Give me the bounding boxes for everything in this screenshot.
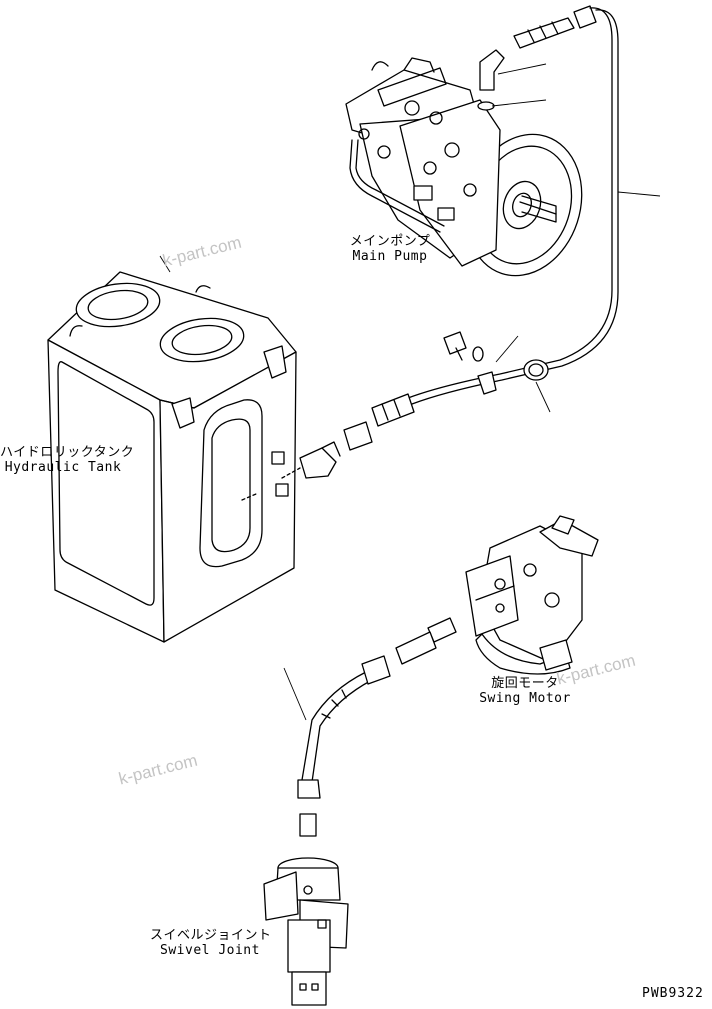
hydraulic-tank-label: ハイドロリックタンク Hydraulic Tank bbox=[0, 445, 135, 475]
swivel-hose bbox=[297, 655, 391, 837]
swing-motor-label-jp: 旋回モータ bbox=[491, 676, 559, 691]
pump-drain-hose bbox=[281, 7, 619, 479]
main-pump-label-jp: メインポンプ bbox=[349, 234, 431, 249]
main-pump-drawing bbox=[345, 5, 597, 277]
main-pump-label-en: Main Pump bbox=[352, 249, 428, 264]
swing-motor-label-en: Swing Motor bbox=[479, 691, 571, 706]
swivel-joint-drawing bbox=[263, 857, 349, 1006]
drawing-code: PWB9322 bbox=[642, 986, 704, 1001]
swivel-joint-label-en: Swivel Joint bbox=[160, 943, 260, 958]
swing-motor-drawing bbox=[395, 515, 599, 675]
swivel-joint-label: スイベルジョイント Swivel Joint bbox=[150, 928, 272, 958]
swing-motor-label: 旋回モータ Swing Motor bbox=[470, 676, 580, 706]
main-pump-label: メインポンプ Main Pump bbox=[340, 234, 440, 264]
leader-lines bbox=[159, 63, 661, 721]
hydraulic-tank-label-en: Hydraulic Tank bbox=[4, 460, 122, 475]
hydraulic-tank-drawing bbox=[47, 271, 297, 643]
hydraulic-tank-label-jp: ハイドロリックタンク bbox=[0, 445, 135, 460]
swivel-joint-label-jp: スイベルジョイント bbox=[150, 928, 272, 943]
